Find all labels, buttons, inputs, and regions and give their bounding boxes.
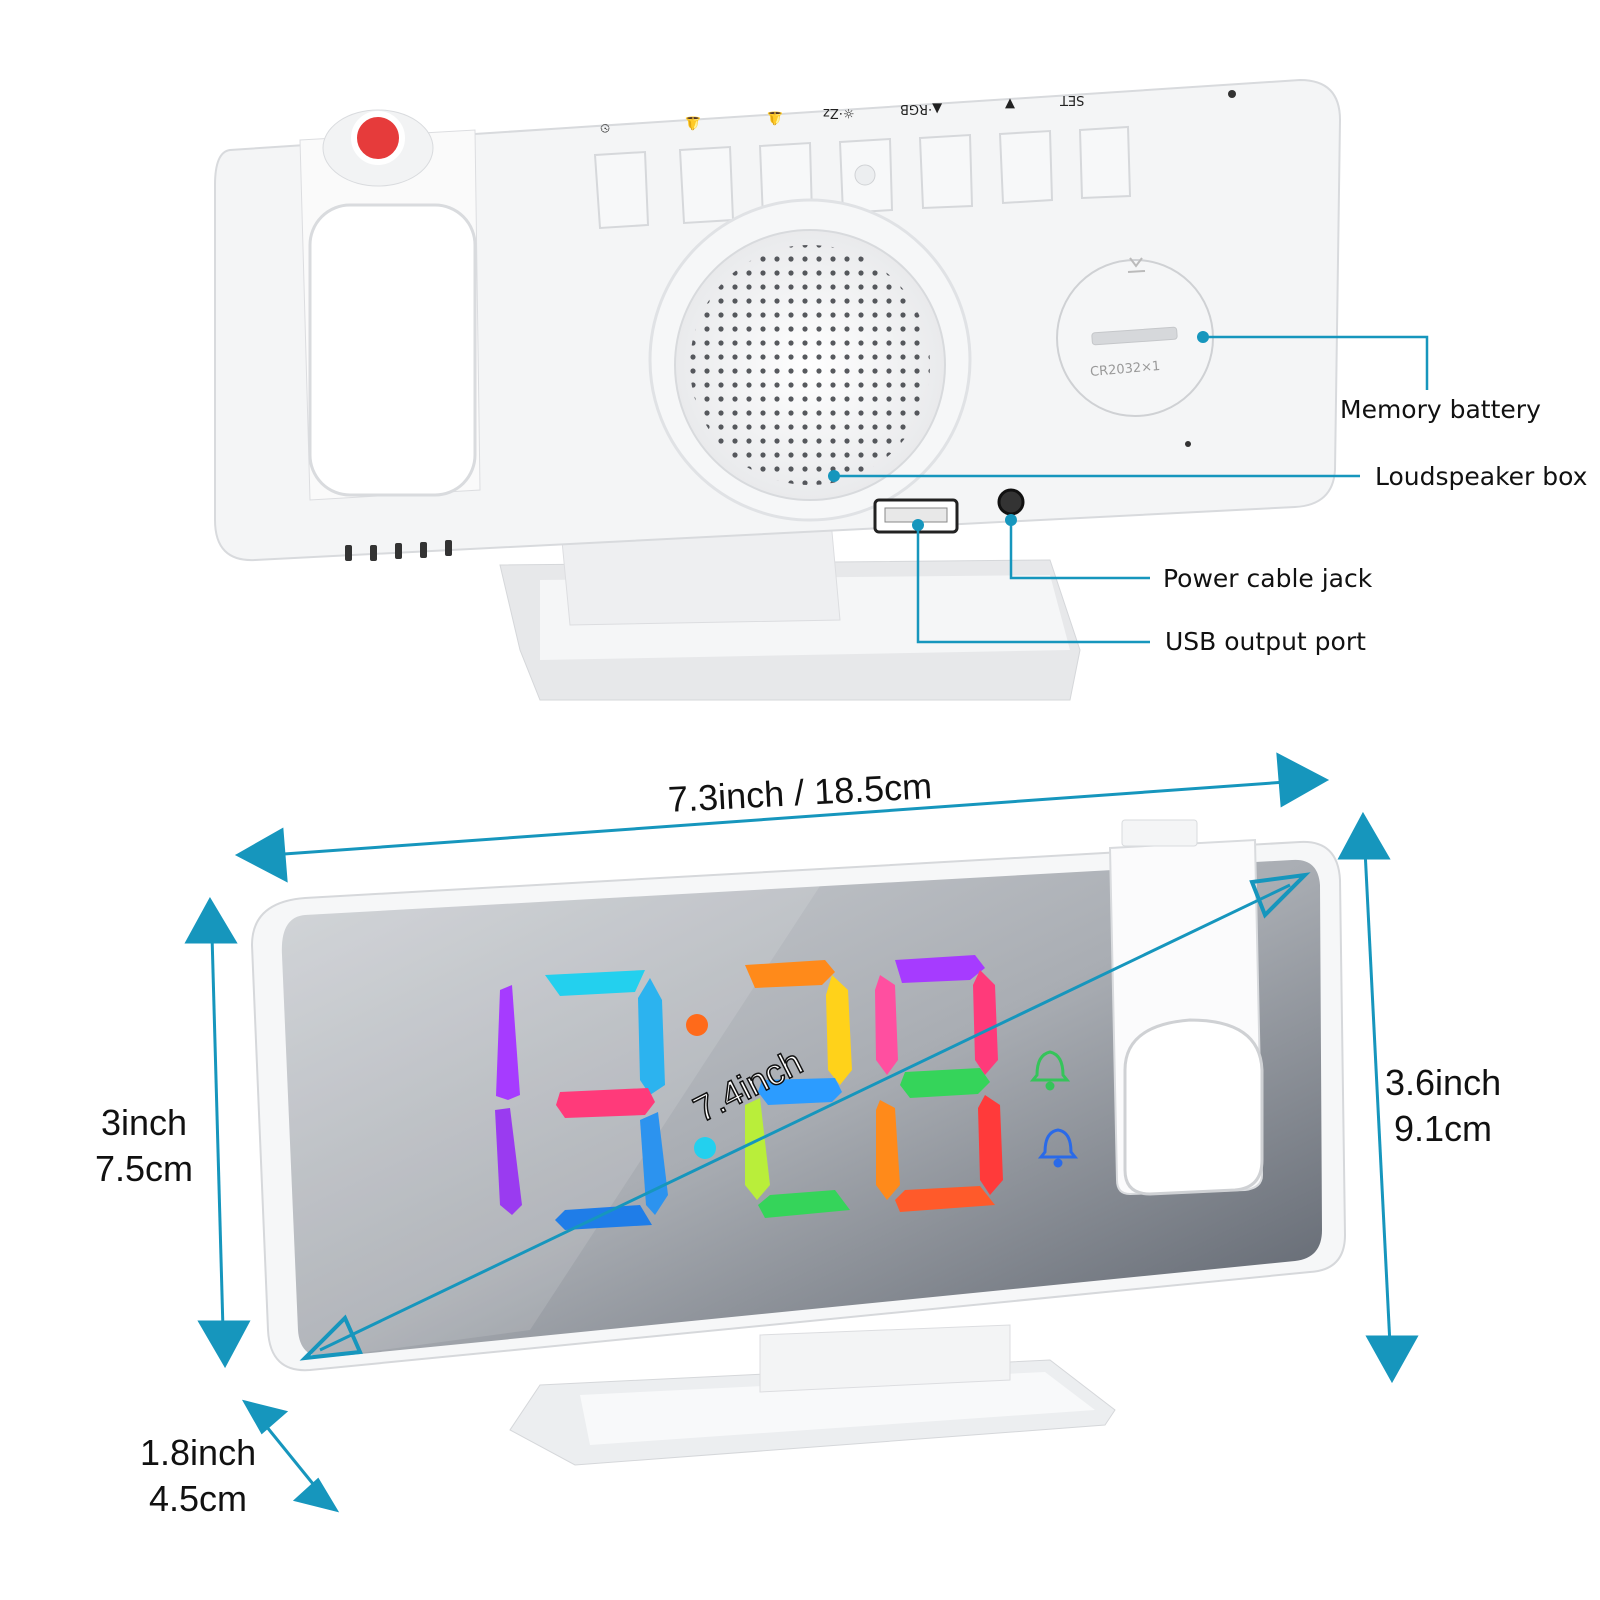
left-height-label: 3inch 7.5cm: [95, 1100, 193, 1192]
back-view-clock: [214, 78, 1429, 701]
alarm-bell-2: [1037, 1128, 1079, 1168]
front-stand-neck: [759, 1324, 1011, 1393]
set-button-label: SET: [1060, 92, 1085, 107]
loudspeaker-box-label: Loudspeaker box: [1375, 462, 1588, 491]
alarm-bell-1: [1029, 1050, 1071, 1091]
dimension-arrows: [184, 752, 1419, 1513]
colon-bottom: [694, 1137, 716, 1159]
reset-hole: [1228, 90, 1236, 98]
alarm1-button-label: 🔔: [685, 115, 702, 130]
rgb-button-label: ▲·RGB: [900, 101, 943, 116]
digit-1: [495, 985, 522, 1215]
front-projector-cap: [1121, 819, 1198, 847]
callout-lines: [834, 335, 1429, 644]
depth-label: 1.8inch 4.5cm: [140, 1430, 256, 1522]
front-view-clock: [184, 752, 1419, 1513]
right-height-label: 3.6inch 9.1cm: [1385, 1060, 1501, 1152]
alarm2-button-label: 🔔: [767, 110, 784, 125]
snooze-button-label: ☼·Zz: [823, 105, 855, 120]
left-height-cm: 7.5cm: [95, 1148, 194, 1189]
projector-hinge-cover: [308, 203, 477, 497]
digit-2: [545, 970, 668, 1230]
projector-lens: [351, 111, 405, 165]
mirror-screen: [281, 859, 1323, 1358]
left-height-inch: 3inch: [100, 1102, 188, 1143]
power-cable-jack-label: Power cable jack: [1163, 564, 1373, 593]
depth-inch: 1.8inch: [140, 1432, 257, 1473]
memory-battery-label: Memory battery: [1340, 395, 1541, 424]
projector-button-label: ⏲: [600, 120, 611, 135]
side-vents: [345, 540, 452, 561]
power-jack: [997, 488, 1025, 516]
mic-hole: [1185, 441, 1191, 447]
right-height-inch: 3.6inch: [1385, 1062, 1502, 1103]
right-height-cm: 9.1cm: [1394, 1108, 1493, 1149]
usb-output-port-label: USB output port: [1165, 627, 1366, 656]
digit-4: [875, 955, 1003, 1212]
light-sensor: [854, 164, 876, 186]
digit-3: [745, 960, 852, 1218]
callout-dots: [828, 331, 1209, 531]
depth-cm: 4.5cm: [149, 1478, 248, 1519]
colon-top: [686, 1014, 708, 1036]
down-button-label: ▼: [1005, 96, 1015, 111]
